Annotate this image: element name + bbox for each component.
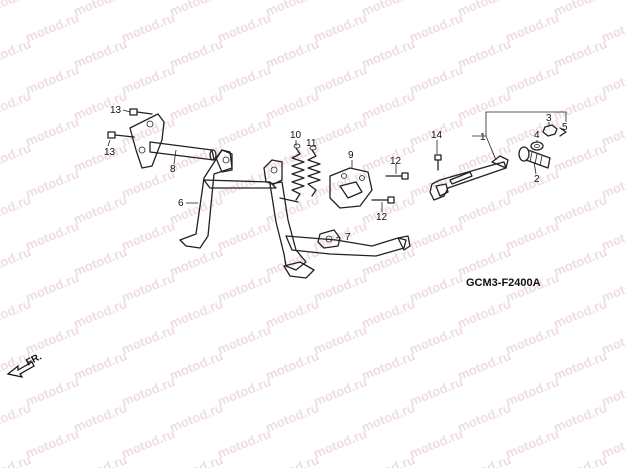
callout-1: 1	[480, 132, 486, 143]
callout-13-lower: 13	[104, 147, 116, 158]
part-bolt-12-lower	[371, 196, 395, 204]
callout-12-lower: 12	[376, 212, 388, 223]
callout-10: 10	[290, 130, 302, 141]
callout-5: 5	[562, 122, 568, 133]
callout-11: 11	[306, 138, 317, 149]
part-pivot-shaft	[129, 113, 217, 169]
callout-13-upper: 13	[110, 105, 122, 116]
callout-3: 3	[546, 113, 552, 124]
callout-4: 4	[534, 130, 540, 141]
callout-7: 7	[345, 232, 351, 243]
callout-labels: 1 2 3 4 5 6 7 8 9 10 11 12 12 13 13 14	[104, 105, 568, 243]
front-arrow-icon	[6, 361, 35, 378]
leader-lines	[107, 109, 567, 239]
part-bolt-14	[434, 154, 442, 171]
part-bolt-13-lower	[107, 131, 135, 139]
callout-8: 8	[170, 164, 176, 175]
part-spring-11	[307, 145, 321, 197]
front-direction-indicator: FR.	[6, 351, 44, 378]
direction-label: FR.	[24, 351, 44, 368]
part-main-stand	[179, 149, 411, 279]
diagram-code: GCM3-F2400A	[466, 277, 541, 289]
part-bracket-9	[329, 167, 373, 209]
callout-6: 6	[178, 198, 184, 209]
part-pivot-bolt-2	[518, 146, 551, 169]
part-washer-4	[530, 141, 544, 151]
callout-14: 14	[431, 130, 443, 141]
part-spring-10	[291, 143, 305, 201]
part-bolt-13-upper	[129, 108, 153, 116]
part-bolt-12-upper	[385, 172, 409, 180]
callout-12-upper: 12	[390, 156, 402, 167]
part-nut-3	[542, 124, 558, 137]
callout-2: 2	[534, 174, 540, 185]
callout-9: 9	[348, 150, 354, 161]
part-stopper	[317, 229, 341, 249]
part-pin-5	[559, 127, 567, 137]
part-side-stand	[429, 155, 509, 201]
